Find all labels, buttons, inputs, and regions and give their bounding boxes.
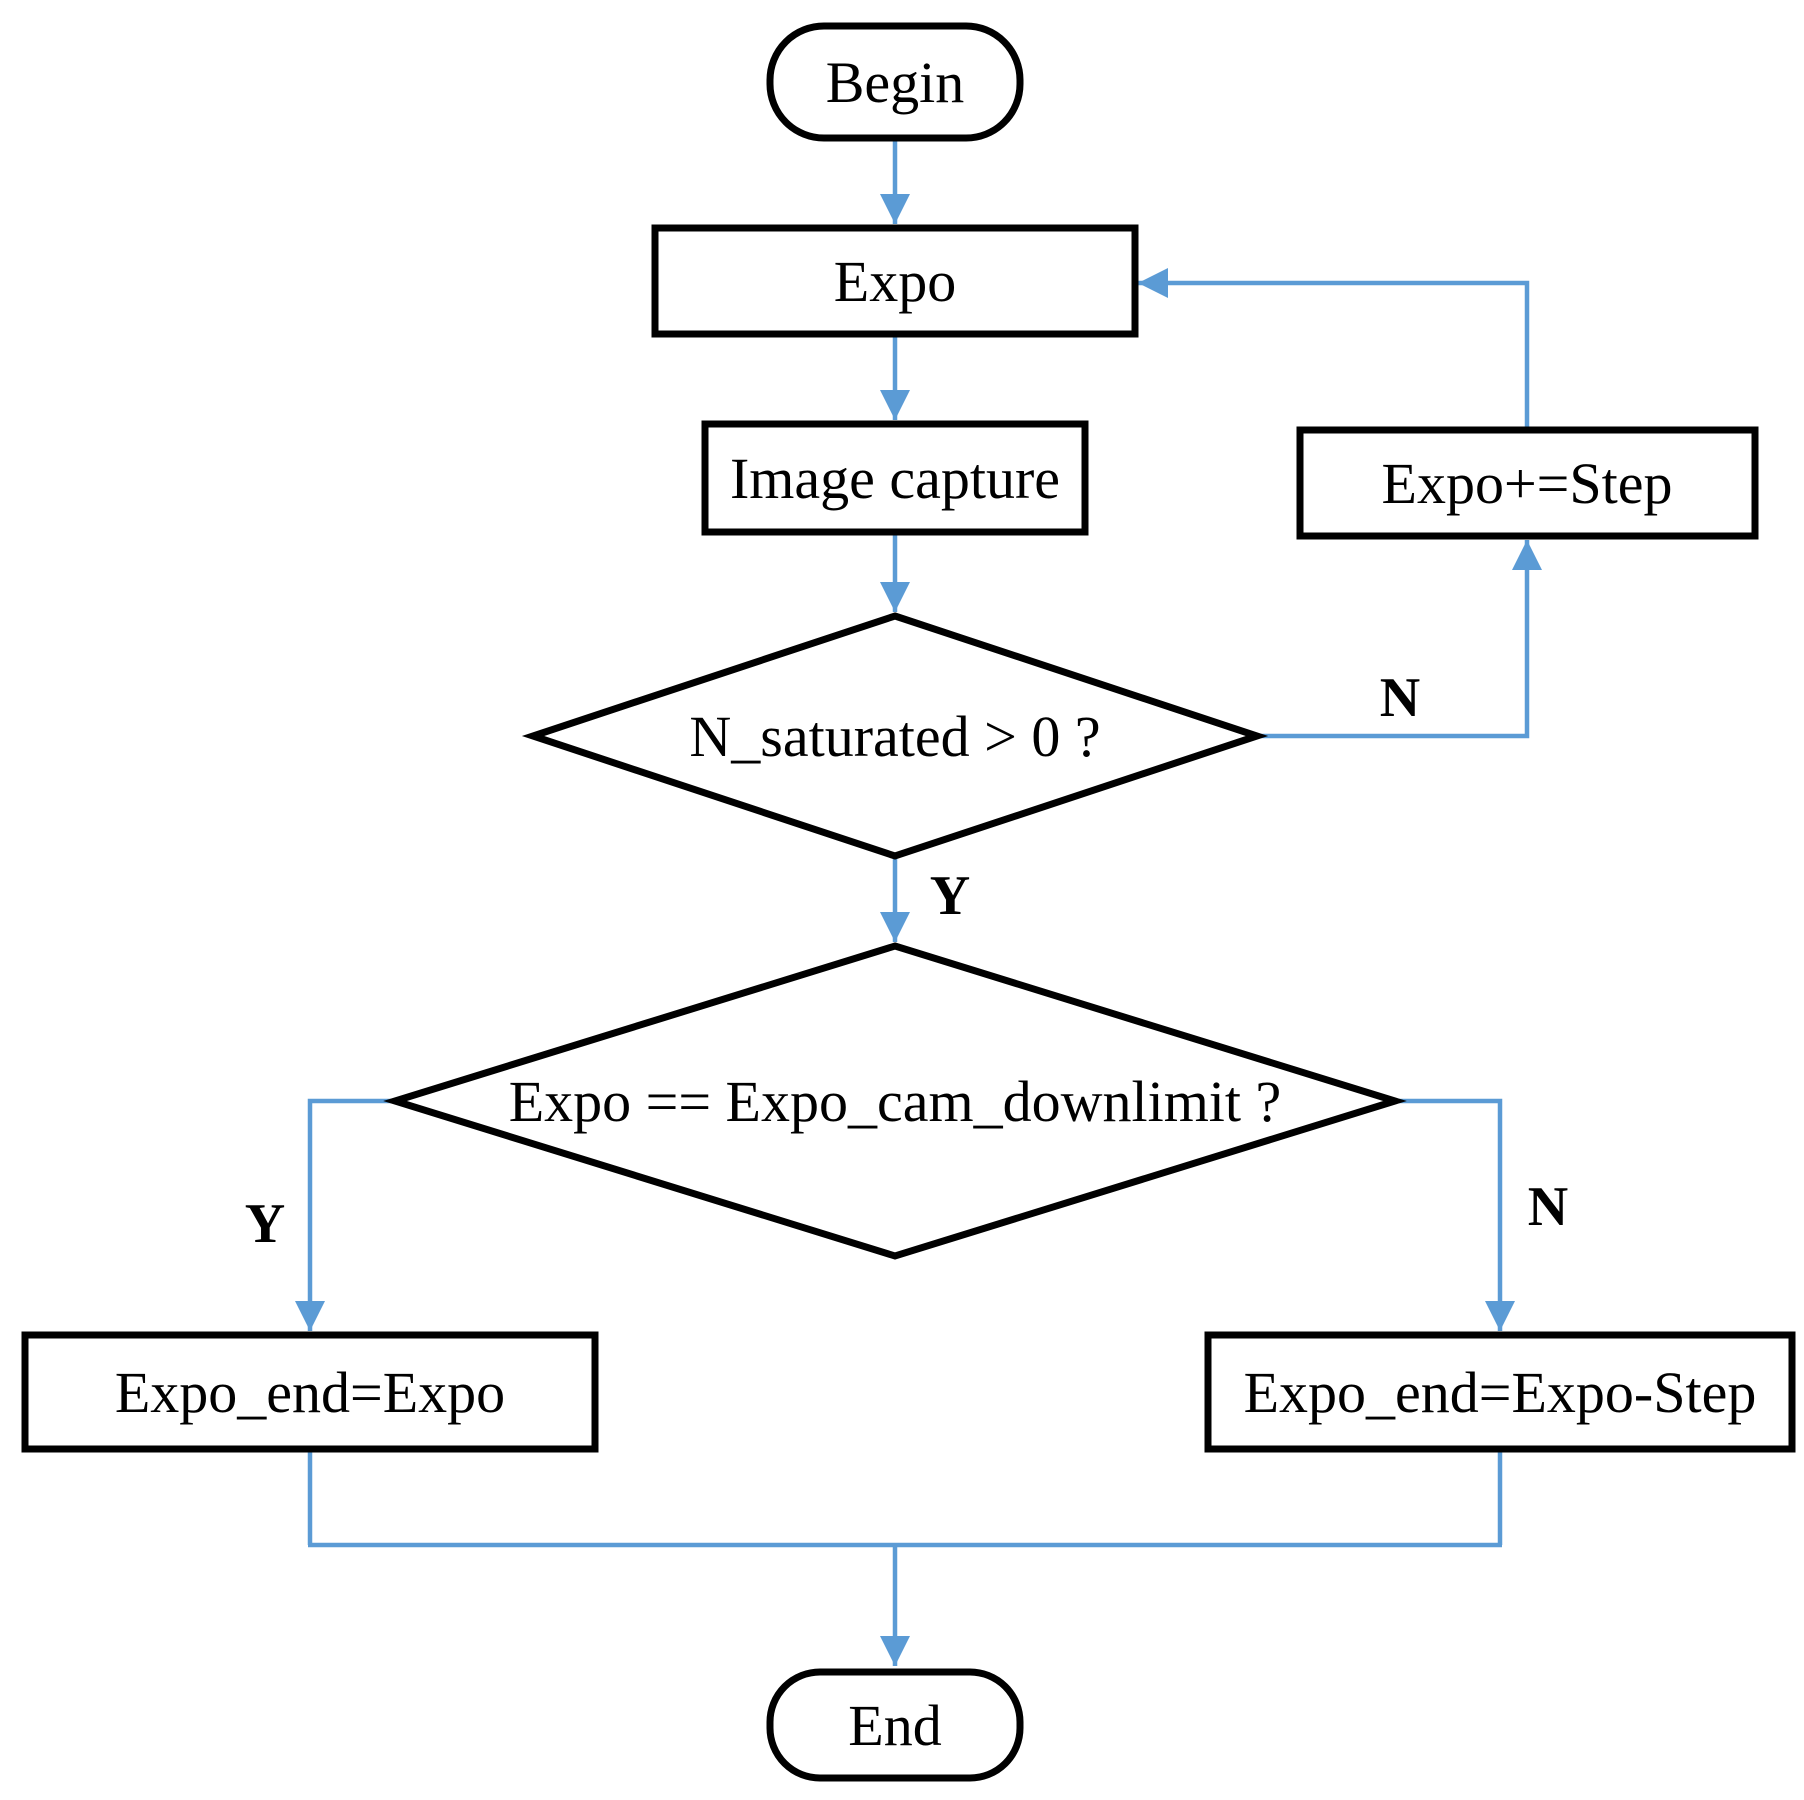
expo-downlimit-label: Expo == Expo_cam_downlimit ? bbox=[509, 1069, 1282, 1134]
n-saturated-diamond-shape bbox=[521, 612, 1269, 860]
edge-label-saturated-no: N bbox=[1380, 667, 1420, 729]
edge-labels: Y N Y N bbox=[245, 667, 1568, 1255]
begin-terminator-shape bbox=[766, 22, 1024, 142]
edge-downlimit-yes bbox=[294, 1098, 395, 1331]
end-terminator-shape bbox=[766, 1668, 1024, 1782]
edge-saturated-no bbox=[1257, 540, 1543, 739]
end-label: End bbox=[848, 1693, 941, 1758]
node-expo-end-expo: Expo_end=Expo bbox=[21, 1331, 599, 1453]
node-n-saturated-decision: N_saturated > 0 ? bbox=[521, 612, 1269, 860]
expo-end-expo-step-label: Expo_end=Expo-Step bbox=[1244, 1360, 1757, 1425]
expo-end-expo-process-shape bbox=[21, 1331, 599, 1453]
nodes: Begin Expo Image capture N_saturated > 0… bbox=[21, 22, 1796, 1782]
edge-label-downlimit-no: N bbox=[1528, 1176, 1568, 1238]
expo-step-process-shape bbox=[1296, 426, 1759, 540]
node-expo-end-expo-step: Expo_end=Expo-Step bbox=[1204, 1331, 1796, 1453]
edge-expostep-expo-loop bbox=[1138, 267, 1530, 428]
expo-downlimit-diamond-shape bbox=[383, 942, 1407, 1260]
edge-label-downlimit-yes: Y bbox=[245, 1193, 285, 1255]
node-image-capture: Image capture bbox=[701, 420, 1089, 536]
expo-end-expo-label: Expo_end=Expo bbox=[115, 1360, 505, 1425]
node-begin: Begin bbox=[766, 22, 1024, 142]
connectors bbox=[294, 141, 1543, 1666]
n-saturated-label: N_saturated > 0 ? bbox=[689, 704, 1100, 769]
edge-label-saturated-yes: Y bbox=[930, 865, 970, 927]
image-capture-label: Image capture bbox=[730, 446, 1060, 511]
node-end: End bbox=[766, 1668, 1024, 1782]
node-expo: Expo bbox=[651, 224, 1139, 338]
image-capture-process-shape bbox=[701, 420, 1089, 536]
expo-process-shape bbox=[651, 224, 1139, 338]
expo-step-label: Expo+=Step bbox=[1382, 451, 1673, 516]
expo-end-expo-step-process-shape bbox=[1204, 1331, 1796, 1453]
node-expo-downlimit-decision: Expo == Expo_cam_downlimit ? bbox=[383, 942, 1407, 1260]
begin-label: Begin bbox=[826, 50, 965, 115]
edge-downlimit-no bbox=[1395, 1098, 1516, 1331]
node-expo-step: Expo+=Step bbox=[1296, 426, 1759, 540]
expo-label: Expo bbox=[834, 249, 956, 314]
